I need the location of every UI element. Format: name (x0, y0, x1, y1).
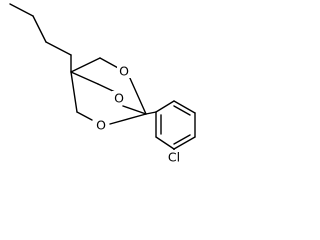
bond-bridgehead-ch2-mid (70, 71, 99, 85)
bond-bridgehead-ch2-top (70, 57, 101, 73)
bond-chain-1 (9, 3, 34, 17)
chlorine-label: Cl (168, 150, 180, 165)
atom-label-o1: O (117, 64, 131, 79)
ring-double-bond-2 (173, 134, 191, 145)
bond-o1-acetal (128, 75, 147, 115)
butyl-chain (9, 3, 72, 73)
bond-ch2-top-o1 (99, 57, 121, 70)
bond-bridgehead-ch2-low (70, 71, 78, 113)
benzene-ring (155, 100, 196, 150)
bond-chain-3 (45, 41, 72, 56)
bond-chain-2 (32, 15, 47, 43)
bond-acetal-ring (145, 111, 157, 115)
bond-ch2-low-o3 (76, 111, 93, 121)
ring-bond-1 (155, 100, 175, 113)
bond-o2-acetal (122, 105, 147, 115)
oxygen-label-1: O (119, 64, 129, 79)
atom-label-o2: O (112, 91, 126, 106)
oxygen-label-2: O (114, 91, 124, 106)
ring-bond-2 (173, 100, 196, 114)
ring-double-bond-1 (173, 105, 191, 116)
bond-o3-acetal (109, 113, 147, 125)
bicyclic-cage (70, 57, 147, 125)
ring-bond-5 (155, 136, 175, 150)
chemical-structure: O O O Cl (9, 3, 196, 165)
bond-ch2-mid-o2 (97, 83, 116, 93)
oxygen-label-3: O (96, 118, 106, 133)
ring-bond-4 (173, 136, 196, 150)
atom-label-o3: O (94, 118, 108, 133)
atom-label-cl: Cl (164, 150, 184, 165)
